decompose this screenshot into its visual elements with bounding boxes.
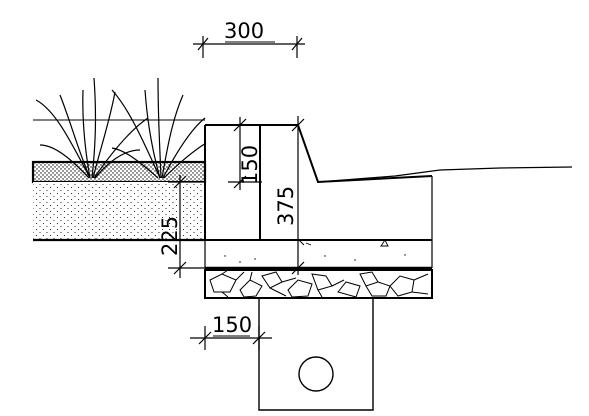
dim-225-label: 225 <box>158 216 182 256</box>
subsoil-layer <box>33 182 205 240</box>
topsoil-layer <box>31 160 207 184</box>
grass-plants <box>35 77 207 179</box>
dim-375-label: 375 <box>274 186 298 226</box>
dim-150-vertical-label: 150 <box>238 145 262 185</box>
drain-pipe <box>298 356 334 392</box>
dim-150-bottom-label: 150 <box>212 313 252 337</box>
dim-300-label: 300 <box>224 19 264 43</box>
gravel-layer <box>204 269 433 299</box>
drain-pit <box>258 298 374 411</box>
concrete-base <box>204 239 433 270</box>
dimension-lines <box>168 36 305 350</box>
road-surface <box>317 166 573 183</box>
